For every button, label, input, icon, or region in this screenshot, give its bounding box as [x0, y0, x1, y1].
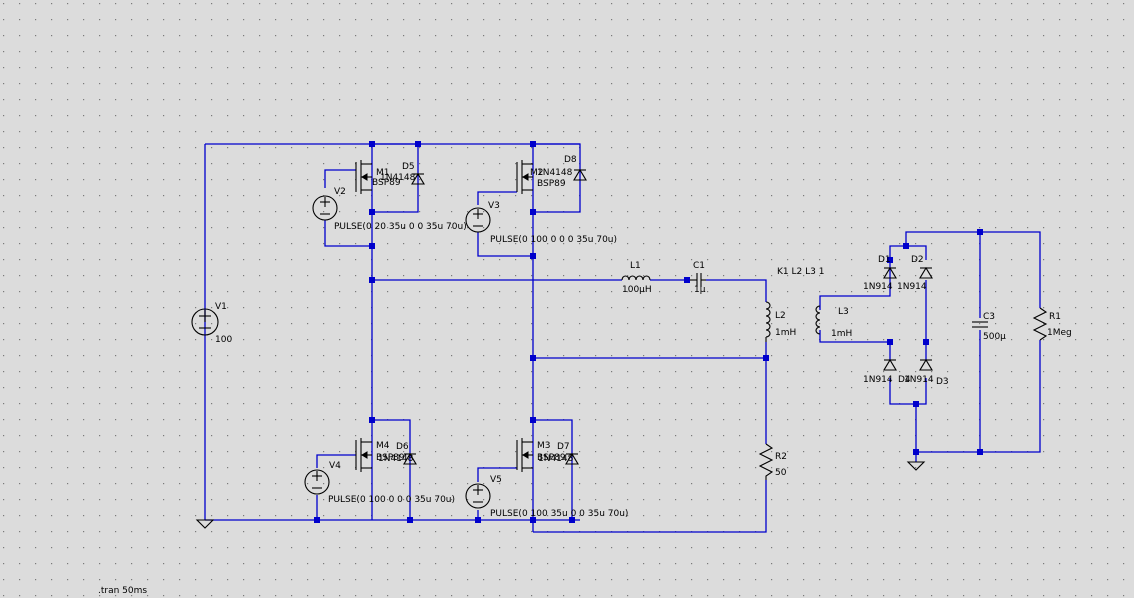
voltage-source-v2[interactable]: V2 PULSE(0 20 35u 0 0 35u 70u) — [312, 187, 467, 232]
diode-d3[interactable]: 1N914 D3 — [904, 358, 949, 387]
capacitor-c1[interactable]: C1 1µ — [690, 261, 706, 295]
tran-directive[interactable]: .tran 50ms — [98, 586, 147, 596]
mosfet-m3[interactable]: M3 BSP89 — [516, 438, 566, 472]
d5-name: D5 — [402, 162, 415, 172]
r2-name: R2 — [775, 452, 787, 462]
c3-name: C3 — [983, 312, 995, 322]
m2-model: BSP89 — [537, 179, 566, 189]
c1-value: 1µ — [694, 285, 706, 295]
l1-name: L1 — [630, 261, 641, 271]
inductor-l2[interactable]: L2 1mH — [765, 301, 796, 342]
diode-d7[interactable]: D7 1N4148 — [538, 442, 579, 465]
d2-model: 1N914 — [897, 282, 927, 292]
c3-value: 500µ — [983, 332, 1006, 342]
d3-name: D3 — [936, 377, 949, 387]
d8-name: D8 — [564, 155, 577, 165]
m1-name: M1 — [376, 168, 390, 178]
resistor-r1[interactable]: R1 1Meg — [1032, 307, 1072, 341]
diode-d1[interactable]: D1 1N914 — [863, 255, 897, 292]
d1-name: D1 — [878, 255, 891, 265]
l2-value: 1mH — [775, 328, 796, 338]
v4-name: V4 — [329, 461, 341, 471]
wires[interactable] — [204, 143, 1041, 533]
inductor-l1[interactable]: L1 100µH — [621, 261, 652, 295]
d4-model: 1N914 — [863, 375, 893, 385]
v5-name: V5 — [490, 475, 502, 485]
v1-value: 100 — [215, 335, 232, 345]
m2-name: M2 — [530, 168, 544, 178]
m4-name: M4 — [376, 441, 390, 451]
m3-name: M3 — [537, 441, 551, 451]
d5-model: 1N4148 — [380, 173, 416, 183]
voltage-source-v4[interactable]: V4 PULSE(0 100 0 0 0 35u 70u) — [304, 461, 455, 505]
resistor-r2[interactable]: R2 50 — [758, 443, 787, 480]
mosfet-m2[interactable]: M2 BSP89 — [516, 160, 566, 194]
voltage-source-v1[interactable]: V1 100 — [191, 302, 232, 345]
d6-model: 1N4148 — [378, 454, 414, 464]
d1-model: 1N914 — [863, 282, 893, 292]
voltage-source-v5[interactable]: V5 PULSE(0 100 35u 0 0 35u 70u) — [465, 475, 628, 519]
m4-model: BSP89 — [376, 453, 405, 463]
l3-name: L3 — [838, 307, 849, 317]
diode-d6[interactable]: D6 1N4148 — [378, 442, 417, 465]
v4-value: PULSE(0 100 0 0 0 35u 70u) — [328, 495, 455, 505]
l3-value: 1mH — [831, 329, 852, 339]
d2-name: D2 — [911, 255, 924, 265]
diode-d2[interactable]: D2 1N914 — [897, 255, 933, 292]
ground-symbol-right — [906, 461, 926, 471]
v5-value: PULSE(0 100 35u 0 0 35u 70u) — [490, 509, 628, 519]
v1-name: V1 — [215, 302, 227, 312]
d8-model: 1N4148 — [537, 168, 573, 178]
inductor-l3[interactable]: L3 1mH — [815, 305, 852, 339]
v3-name: V3 — [488, 201, 500, 211]
diode-d5[interactable]: D5 1N4148 — [380, 162, 425, 185]
voltage-source-v3[interactable]: V3 PULSE(0 100 0 0 0 35u 70u) — [465, 201, 617, 245]
v2-value: PULSE(0 20 35u 0 0 35u 70u) — [334, 222, 467, 232]
junction-dots — [314, 141, 983, 523]
d3-model: 1N914 — [904, 375, 934, 385]
m3-model: BSP89 — [537, 453, 566, 463]
coupling-directive[interactable]: K1 L2 L3 1 — [777, 267, 824, 277]
v2-name: V2 — [334, 187, 346, 197]
ground-symbol-left — [195, 519, 215, 529]
mosfet-m1[interactable]: M1 BSP89 — [355, 160, 401, 194]
mosfet-m4[interactable]: M4 BSP89 — [355, 438, 405, 472]
d7-name: D7 — [557, 442, 570, 452]
r2-value: 50 — [775, 468, 787, 478]
v3-value: PULSE(0 100 0 0 0 35u 70u) — [490, 235, 617, 245]
r1-value: 1Meg — [1047, 328, 1072, 338]
l1-value: 100µH — [622, 285, 652, 295]
c1-name: C1 — [693, 261, 705, 271]
d6-name: D6 — [396, 442, 409, 452]
m1-model: BSP89 — [372, 178, 401, 188]
diode-d4[interactable]: 1N914 D4 — [863, 358, 911, 385]
d7-model: 1N4148 — [538, 454, 574, 464]
l2-name: L2 — [775, 311, 786, 321]
r1-name: R1 — [1049, 312, 1061, 322]
d4-name: D4 — [898, 375, 911, 385]
capacitor-c3[interactable]: C3 500µ — [972, 312, 1006, 342]
diode-d8[interactable]: D8 1N4148 — [537, 155, 587, 181]
